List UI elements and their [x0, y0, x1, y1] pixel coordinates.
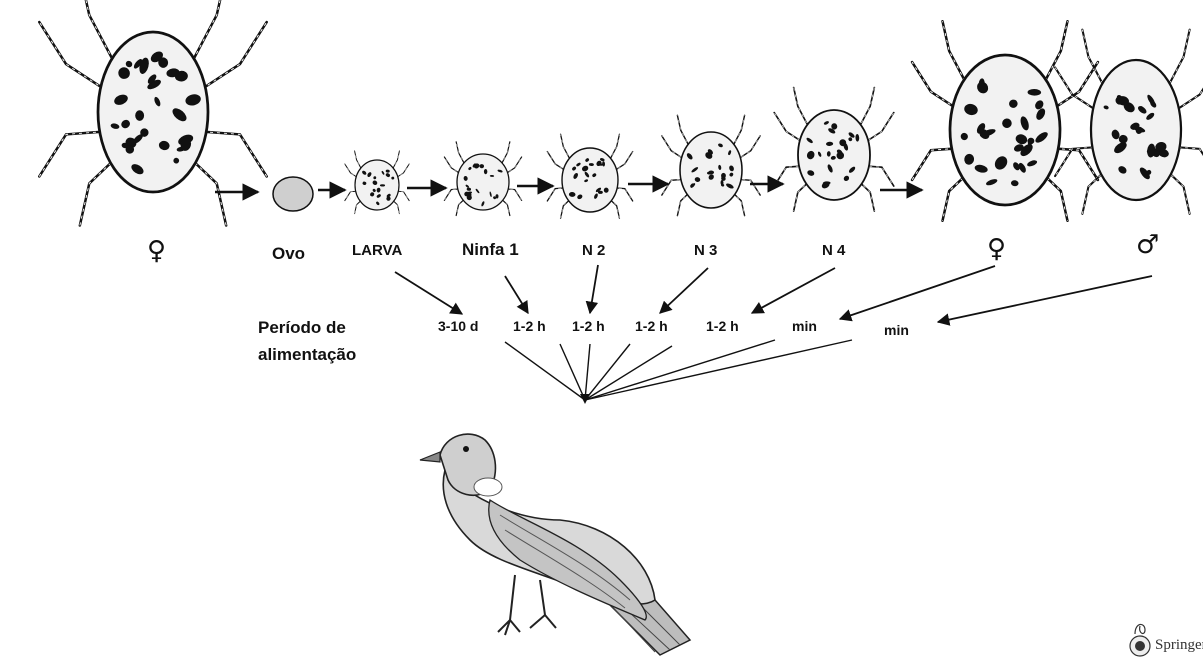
- duration-female: min: [792, 318, 817, 334]
- stage-to-duration-arrow: [395, 272, 462, 314]
- stage-to-duration-arrow: [660, 268, 708, 313]
- stage-to-duration-arrow: [752, 268, 835, 313]
- n2-label: N 2: [582, 242, 605, 259]
- female-adult-label: ♀: [147, 236, 166, 266]
- publisher-logo: [1130, 624, 1150, 656]
- stage-to-duration-arrow: [840, 266, 995, 319]
- female-adult-label-2: ♀: [987, 234, 1006, 264]
- duration-male: min: [884, 322, 909, 338]
- larva-label: LARVA: [352, 242, 402, 259]
- mite-nymph1: [444, 142, 521, 216]
- duration-n2: 1-2 h: [572, 318, 605, 334]
- n4-label: N 4: [822, 242, 845, 259]
- n3-label: N 3: [694, 242, 717, 259]
- feeding-convergence-line: [585, 340, 775, 400]
- feeding-convergence-line: [585, 340, 852, 400]
- egg-illustration: [273, 177, 313, 211]
- feeding-period-caption: Período de alimentação: [258, 314, 356, 368]
- mite-larva: [345, 151, 409, 214]
- stage-to-duration-arrow: [938, 276, 1152, 322]
- mite-n4: [774, 88, 894, 211]
- male-adult-label: ♂: [1136, 230, 1159, 260]
- egg-label: Ovo: [272, 244, 305, 264]
- mite-female-adult-2: [912, 21, 1098, 220]
- mite-male-adult: [1055, 30, 1203, 214]
- duration-n4: 1-2 h: [706, 318, 739, 334]
- feeding-convergence-line: [585, 344, 590, 400]
- duration-nymph1: 1-2 h: [513, 318, 546, 334]
- feeding-convergence-line: [505, 342, 585, 400]
- feeding-caption-line2: alimentação: [258, 341, 356, 368]
- feeding-caption-line1: Período de: [258, 314, 356, 341]
- stage-to-duration-arrow: [505, 276, 528, 313]
- stage-to-duration-arrow: [590, 265, 598, 313]
- duration-n3: 1-2 h: [635, 318, 668, 334]
- duration-larva: 3-10 d: [438, 318, 478, 334]
- mite-n2: [547, 134, 632, 218]
- publisher-name: Springer: [1155, 637, 1203, 654]
- nymph1-label: Ninfa 1: [462, 240, 519, 260]
- mite-n3: [662, 115, 760, 215]
- pigeon-host-illustration: [420, 434, 690, 655]
- feeding-convergence-line: [585, 346, 672, 400]
